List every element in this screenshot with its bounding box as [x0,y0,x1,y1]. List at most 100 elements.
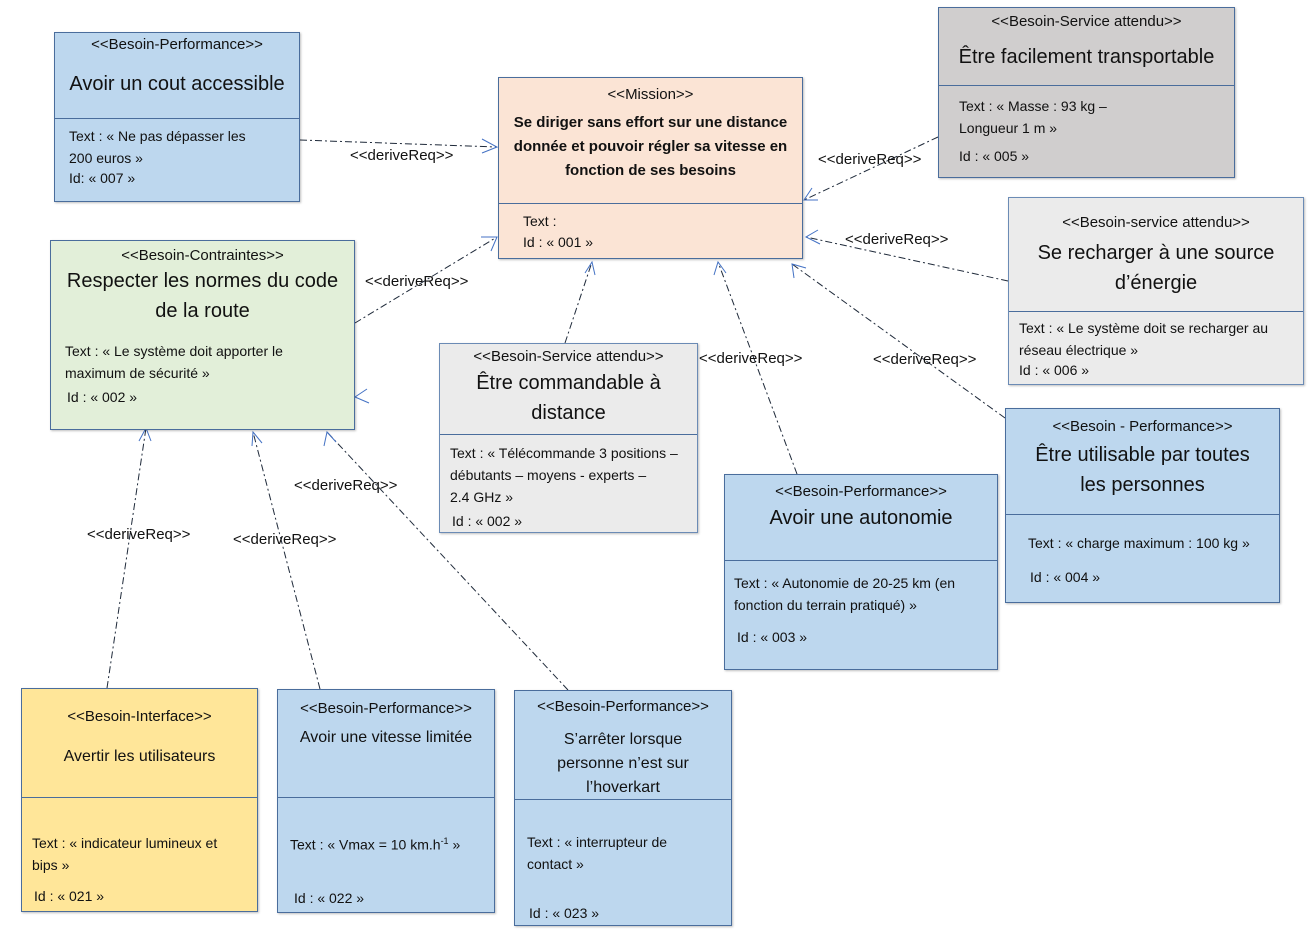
link-cout-mission [299,139,498,148]
mission-text: Text : [523,213,557,229]
requirement-commandable[interactable]: <<Besoin-Service attendu>> Être commanda… [439,343,698,533]
cout-title: Avoir un cout accessible [69,73,285,95]
autonomie-stereotype: <<Besoin-Performance>> [775,483,947,500]
arrowhead-transport [803,187,818,201]
arret-title-line-2: personne n’est sur [557,755,689,772]
requirement-vitesse[interactable]: <<Besoin-Performance>> Avoir une vitesse… [277,689,495,913]
derive-label-autonomie: <<deriveReq>> [699,350,803,367]
recharge-stereotype: <<Besoin-service attendu>> [1062,214,1250,231]
recharge-text-line-1: Text : « Le système doit se recharger au [1019,320,1269,336]
vitesse-stereotype: <<Besoin-Performance>> [300,700,472,717]
utilisable-stereotype: <<Besoin - Performance>> [1052,418,1233,435]
commande-title-line-1: Être commandable à [476,372,661,394]
arrowhead-arret [323,430,337,447]
derive-label-transport: <<deriveReq>> [818,151,922,168]
derive-label-avertir: <<deriveReq>> [87,526,191,543]
arret-title-line-1: S’arrêter lorsque [563,731,683,748]
transport-id: Id : « 005 » [959,148,1030,164]
avertir-text-line-1: Text : « indicateur lumineux et [32,835,218,851]
utilisable-title-line-2: les personnes [1080,474,1205,496]
utilisable-id: Id : « 004 » [1030,569,1101,585]
cout-id: Id: « 007 » [69,170,136,186]
derive-label-vitesse: <<deriveReq>> [233,531,337,548]
vitesse-text: Text : « Vmax = 10 km.h-1 » [290,836,461,853]
arrowhead-commande [584,260,596,276]
commande-text-line-3: 2.4 GHz » [450,489,514,505]
link-normes-mission [354,236,498,324]
normes-text-line-1: Text : « Le système doit apporter le [65,343,283,359]
cout-stereotype: <<Besoin-Performance>> [91,36,263,53]
commande-title-line-2: distance [531,402,606,424]
autonomie-id: Id : « 003 » [737,629,808,645]
normes-id: Id : « 002 » [67,389,138,405]
arrowhead-normes [481,236,498,252]
avertir-id: Id : « 021 » [34,888,105,904]
derive-label-cout: <<deriveReq>> [350,147,454,164]
arret-stereotype: <<Besoin-Performance>> [537,698,709,715]
utilisable-text: Text : « charge maximum : 100 kg » [1028,535,1250,551]
commande-id: Id : « 002 » [452,513,523,529]
cout-text-line-2: 200 euros » [69,150,143,166]
requirement-arret[interactable]: <<Besoin-Performance>> S’arrêter lorsque… [514,690,732,926]
cout-text-line-1: Text : « Ne pas dépasser les [69,128,246,144]
link-recharge-mission [805,236,1009,282]
arret-text-line-1: Text : « interrupteur de [527,834,668,850]
transport-stereotype: <<Besoin-Service attendu>> [991,13,1182,30]
arrowhead-utilisable [791,263,807,279]
derive-label-normes: <<deriveReq>> [365,273,469,290]
mission-block[interactable]: <<Mission>> Se diriger sans effort sur u… [498,77,803,259]
requirement-utilisable[interactable]: <<Besoin - Performance>> Être utilisable… [1005,408,1280,603]
mission-stereotype: <<Mission>> [607,86,694,103]
derive-label-recharge: <<deriveReq>> [845,231,949,248]
requirement-recharger[interactable]: <<Besoin-service attendu>> Se recharger … [1008,197,1304,385]
mission-title-line-2: donnée et pouvoir régler sa vitesse en [513,138,788,155]
commande-stereotype: <<Besoin-Service attendu>> [473,348,664,365]
recharge-title-line-1: Se recharger à une source [1037,242,1275,264]
autonomie-text-line-1: Text : « Autonomie de 20-25 km (en [734,575,956,591]
link-transport-mission [803,136,939,201]
recharge-text-line-2: réseau électrique » [1019,342,1139,358]
vitesse-id: Id : « 022 » [294,890,365,906]
arret-id: Id : « 023 » [529,905,600,921]
arrowhead-normes-side [353,388,370,404]
arrowhead-autonomie [713,260,727,276]
link-avertir-normes [106,427,147,689]
transport-text-line-2: Longueur 1 m » [959,120,1058,136]
mission-title-line-3: fonction de ses besoins [565,162,736,179]
requirement-transportable[interactable]: <<Besoin-Service attendu>> Être facileme… [938,7,1235,178]
avertir-title: Avertir les utilisateurs [63,748,216,765]
normes-stereotype: <<Besoin-Contraintes>> [121,247,284,264]
link-vitesse-normes [252,431,321,690]
requirement-autonomie[interactable]: <<Besoin-Performance>> Avoir une autonom… [724,474,998,670]
requirement-avertir[interactable]: <<Besoin-Interface>> Avertir les utilisa… [21,688,258,912]
mission-id: Id : « 001 » [523,234,594,250]
utilisable-title-line-1: Être utilisable par toutes [1035,444,1250,466]
transport-title: Être facilement transportable [958,46,1215,68]
arrowhead-vitesse [251,430,263,447]
vitesse-title: Avoir une vitesse limitée [299,729,473,746]
link-arret-normes [326,431,569,691]
transport-text-line-1: Text : « Masse : 93 kg – [959,98,1107,114]
link-commande-mission [564,261,593,344]
autonomie-text-line-2: fonction du terrain pratiqué) » [734,597,917,613]
link-utilisable-mission [791,263,1006,419]
autonomie-title: Avoir une autonomie [769,507,953,529]
derive-label-arret: <<deriveReq>> [294,477,398,494]
arret-title-line-3: l’hoverkart [586,779,660,796]
requirement-normes-route[interactable]: <<Besoin-Contraintes>> Respecter les nor… [50,240,355,430]
requirement-cout-accessible[interactable]: <<Besoin-Performance>> Avoir un cout acc… [54,32,300,202]
commande-text-line-2: débutants – moyens - experts – [450,467,647,483]
derive-label-utilisable: <<deriveReq>> [873,351,977,368]
normes-text-line-2: maximum de sécurité » [65,365,210,381]
link-autonomie-mission [717,261,798,475]
commande-text-line-1: Text : « Télécommande 3 positions – [450,445,678,461]
arrowhead-cout [481,138,499,154]
arrowhead-recharge [804,229,821,245]
normes-title-line-1: Respecter les normes du code [66,270,339,292]
normes-title-line-2: de la route [155,300,250,322]
recharge-id: Id : « 006 » [1019,362,1090,378]
arret-text-line-2: contact » [527,856,584,872]
recharge-title-line-2: d’énergie [1114,272,1198,294]
avertir-stereotype: <<Besoin-Interface>> [67,708,212,725]
